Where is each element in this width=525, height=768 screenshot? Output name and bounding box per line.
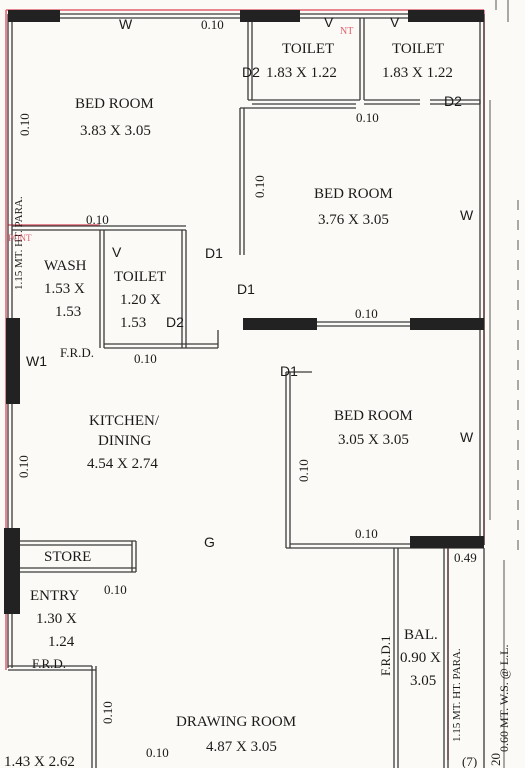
nt-label: NT [340, 26, 353, 37]
seven-label: (7) [462, 754, 477, 768]
wash-size-a: 1.53 X [44, 281, 85, 297]
kitchen-size: 4.54 X 2.74 [87, 456, 158, 472]
sill-right: 0.60 MT. W.S. @ L.L. [497, 644, 511, 752]
wall-thickness-wash: 0.10 [86, 212, 109, 227]
door-d1-a: D1 [205, 245, 223, 261]
wall-thickness-bed3-left: 0.10 [296, 459, 311, 482]
balcony-frd-label: F.R.D.1 [378, 636, 393, 677]
toilet3-size-b: 1.53 [120, 315, 146, 331]
entry-frd-label: F.R.D. [32, 656, 66, 671]
toilet1-door-label: D2 [242, 64, 260, 80]
toilet2-vent-label: V [390, 14, 400, 30]
kitchen-name-a: KITCHEN/ [89, 413, 160, 429]
corner-size: 1.43 X 2.62 [4, 754, 75, 768]
twenty-label: 20 [488, 753, 503, 766]
wall-thickness-bed2-bottom: 0.10 [355, 306, 378, 321]
toilet1-name: TOILET [282, 41, 334, 57]
toilet2-name: TOILET [392, 41, 444, 57]
entry-name: ENTRY [30, 588, 79, 604]
drawing-size: 4.87 X 3.05 [206, 739, 277, 755]
bed2-size: 3.76 X 3.05 [318, 212, 389, 228]
wall-thickness-kitchen-left: 0.10 [16, 455, 31, 478]
door-d1-b: D1 [280, 363, 298, 379]
wash-size-b: 1.53 [55, 304, 81, 320]
toilet3-door-label: D2 [166, 314, 184, 330]
solid-wall-segments [4, 10, 484, 614]
wall-thickness-toilet: 0.10 [356, 110, 379, 125]
wash-name: WASH [44, 258, 87, 274]
toilet2-size: 1.83 X 1.22 [382, 65, 453, 81]
bed1-name: BED ROOM [75, 96, 154, 112]
toilet3-size-a: 1.20 X [120, 292, 161, 308]
wall-thickness-entry: 0.10 [104, 582, 127, 597]
wall-thickness-bed2-left: 0.10 [252, 175, 267, 198]
bed2-door-label: D1 [237, 281, 255, 297]
gas-label: G [204, 534, 215, 550]
entry-size-b: 1.24 [48, 634, 75, 650]
wall-thickness-drawing-left: 0.10 [100, 701, 115, 724]
bed1-size: 3.83 X 3.05 [80, 123, 151, 139]
wall-thickness-drawing-bottom: 0.10 [146, 745, 169, 760]
pont-label: PONT [8, 233, 32, 243]
balcony-size-b: 3.05 [410, 673, 436, 689]
store-name: STORE [44, 549, 91, 565]
balcony-width: 0.49 [454, 550, 477, 565]
balcony-size-a: 0.90 X [400, 650, 441, 666]
ht-para-right: 1.15 MT. HT. PARA. [451, 648, 463, 742]
dimension-lines [489, 0, 519, 768]
entry-size-a: 1.30 X [36, 611, 77, 627]
kitchen-name-b: DINING [98, 433, 151, 449]
kitchen-frd-label: F.R.D. [60, 345, 94, 360]
toilet2-door-label: D2 [444, 93, 462, 109]
bed1-window-label: W [119, 16, 133, 32]
bed2-name: BED ROOM [314, 186, 393, 202]
wall-thickness-left-top: 0.10 [17, 113, 32, 136]
wall-thickness-bed3-bottom: 0.10 [355, 526, 378, 541]
bed3-name: BED ROOM [334, 408, 413, 424]
bed2-window-label: W [460, 207, 474, 223]
balcony-name: BAL. [404, 627, 438, 643]
kitchen-window-label: W1 [26, 353, 47, 369]
toilet1-vent-label: V [324, 14, 334, 30]
wall-thickness-top: 0.10 [201, 17, 224, 32]
toilet3-name: TOILET [114, 269, 166, 285]
wall-thickness-kitchen: 0.10 [134, 351, 157, 366]
bed3-window-label: W [460, 429, 474, 445]
toilet1-size: 1.83 X 1.22 [266, 65, 337, 81]
bed3-size: 3.05 X 3.05 [338, 432, 409, 448]
toilet3-vent-label: V [112, 244, 122, 260]
plot-boundary [5, 9, 485, 760]
drawing-name: DRAWING ROOM [176, 714, 296, 730]
ht-para-left: 1.15 MT. HT. PARA. [13, 196, 25, 290]
